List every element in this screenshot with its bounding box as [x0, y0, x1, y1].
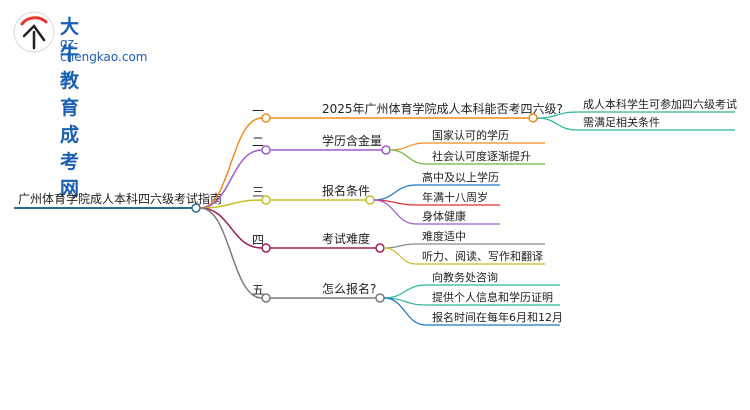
brand-url: gz-chengkao.com — [60, 36, 148, 64]
brand-title: 大牛教育成考网 — [60, 16, 81, 200]
branch-label: 2025年广州体育学院成人本科能否考四六级? — [322, 101, 563, 116]
leaf-label: 需满足相关条件 — [583, 115, 660, 129]
branch-label: 怎么报名? — [322, 281, 376, 296]
leaf-label: 向教务处咨询 — [432, 270, 498, 284]
branch-end-dot — [375, 243, 385, 253]
branch-connector — [199, 117, 263, 209]
branch-connector — [199, 207, 263, 249]
leaf-connector — [389, 149, 427, 165]
leaf-label: 听力、阅读、写作和翻译 — [422, 249, 543, 263]
branch-end-dot — [375, 293, 385, 303]
leaf-connector — [373, 199, 417, 225]
leaf-label: 成人本科学生可参加四六级考试 — [583, 97, 737, 111]
branch-end-dot — [381, 145, 391, 155]
leaf-connector — [389, 142, 427, 151]
branch-end-dot — [528, 113, 538, 123]
leaf-connector — [383, 284, 427, 299]
leaf-connector — [383, 243, 417, 249]
leaf-connector — [383, 297, 427, 326]
leaf-label: 社会认可度逐渐提升 — [432, 149, 531, 163]
leaf-connector — [536, 117, 578, 131]
leaf-label: 身体健康 — [422, 209, 466, 223]
leaf-connector — [373, 184, 417, 201]
branch-end-dot — [365, 195, 375, 205]
logo-icon — [13, 11, 55, 53]
branch-number: 四 — [252, 233, 264, 247]
leaf-label: 国家认可的学历 — [432, 128, 509, 142]
branch-label: 考试难度 — [322, 231, 370, 246]
branch-number: 一 — [252, 104, 264, 118]
root-node-dot — [191, 203, 201, 213]
branch-connector — [199, 149, 263, 209]
leaf-label: 年满十八周岁 — [422, 190, 488, 204]
leaf-label: 报名时间在每年6月和12月 — [432, 310, 563, 324]
branch-number: 三 — [252, 185, 264, 199]
root-node-label: 广州体育学院成人本科四六级考试指南 — [18, 191, 222, 206]
leaf-label: 难度适中 — [422, 229, 466, 243]
branch-label: 报名条件 — [322, 183, 370, 198]
branch-number: 二 — [252, 135, 264, 149]
branch-connector — [199, 207, 263, 299]
branch-label: 学历含金量 — [322, 133, 382, 148]
leaf-connector — [383, 247, 417, 265]
branch-connector — [199, 199, 263, 209]
branch-number: 五 — [252, 283, 264, 297]
leaf-label: 高中及以上学历 — [422, 170, 499, 184]
leaf-label: 提供个人信息和学历证明 — [432, 290, 553, 304]
